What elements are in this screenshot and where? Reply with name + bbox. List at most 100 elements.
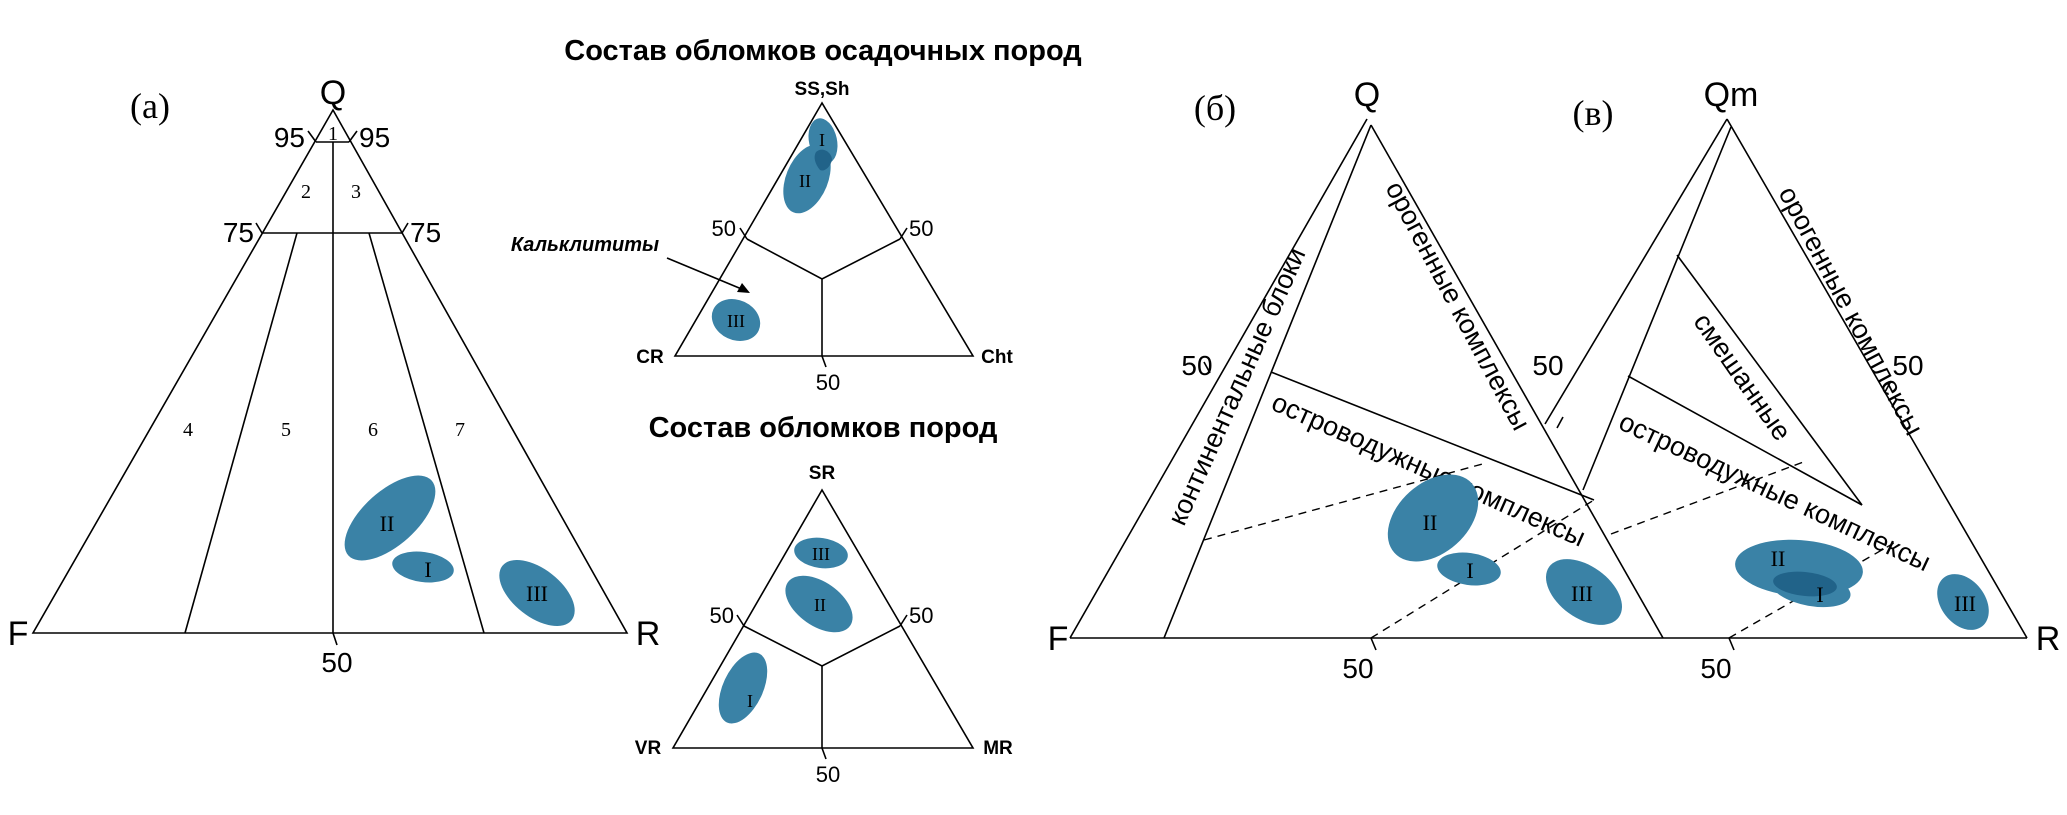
sed-field-label-III: III (727, 311, 745, 331)
tick-rock-base (821, 747, 827, 760)
rock-field-III (794, 537, 848, 569)
sed-field-label-II: II (799, 171, 811, 191)
vertex-cr: CR (636, 347, 664, 368)
v-field-III (1937, 574, 1989, 630)
field-III (499, 559, 575, 627)
v-right-side (1726, 118, 2028, 639)
v-arc-boundary (1627, 375, 1863, 506)
region-label-7: 7 (455, 419, 465, 441)
tick-label-50-base: 50 (321, 647, 352, 678)
rock-divider-upper (743, 625, 901, 667)
tick-95-right (348, 130, 358, 143)
b-field-I (1437, 552, 1501, 586)
triangle-qfr-outline (31, 108, 629, 634)
field-II (344, 475, 436, 561)
tick-label-75-right: 75 (410, 217, 441, 248)
v-field-label-II: II (1771, 546, 1786, 571)
region-label-4: 4 (183, 419, 193, 441)
tick-v-base (1728, 637, 1735, 651)
line-f-split (184, 232, 298, 634)
field-label-II: II (380, 511, 395, 536)
region-label-2: 2 (301, 181, 311, 203)
line-r-split (368, 232, 485, 634)
tick-label-b-left: 50 (1181, 350, 1212, 381)
b-field-label-III: III (1571, 581, 1593, 606)
zone-orogen-v: орогенные комплексы (1773, 181, 1930, 440)
b-field-label-I: I (1466, 558, 1473, 583)
tick-label-95-right: 95 (359, 122, 390, 153)
tick-rock-left (736, 614, 745, 627)
b-field-II (1387, 474, 1479, 562)
rock-field-II (785, 575, 853, 633)
vertex-r: R (636, 615, 661, 653)
vertex-f: F (8, 615, 29, 653)
vertex-cht: Cht (981, 347, 1013, 368)
region-label-6: 6 (368, 419, 378, 441)
v-dashed-2 (1728, 542, 1895, 639)
sed-field-overlap (814, 149, 832, 171)
vertex-r-v: R (2036, 620, 2061, 658)
b-field-label-II: II (1423, 510, 1438, 535)
triangle-sed-outline (673, 101, 975, 357)
tick-95-left (307, 130, 317, 143)
panel-label-a: (a) (130, 86, 170, 126)
tick-v-right (1884, 380, 1892, 393)
tick-sed-left (739, 227, 748, 240)
rock-panel-title: Состав обломков пород (649, 412, 998, 444)
panel-v: (в) Qm R 50 50 смешанные орогенные компл… (1544, 76, 2061, 684)
v-field-overlap (1773, 571, 1837, 597)
tick-b-right (1556, 416, 1564, 429)
panel-a: (a) Q F R 95 95 75 75 50 1 2 3 4 5 6 7 I… (8, 74, 661, 678)
b-left-side (1069, 118, 1368, 639)
tick-label-v-right: 50 (1892, 350, 1923, 381)
tick-50-base (332, 632, 338, 646)
panel-label-b: (б) (1194, 88, 1236, 128)
tick-label-sed-left: 50 (712, 216, 736, 241)
tick-75-right (401, 222, 409, 234)
tick-label-rock-base: 50 (816, 762, 840, 787)
sed-field-III (711, 299, 761, 341)
vertex-qm: Qm (1704, 76, 1759, 114)
sed-panel-title: Состав обломков осадочных пород (564, 35, 1081, 67)
field-I (392, 551, 454, 583)
v-left-side (1544, 118, 1728, 425)
field-label-III: III (526, 581, 548, 606)
zone-orogen-b: орогенные комплексы (1380, 176, 1537, 435)
region-label-1: 1 (328, 123, 338, 145)
rock-field-label-III: III (812, 544, 830, 564)
b-arc-boundary (1270, 371, 1595, 501)
zone-mixed: смешанные (1688, 308, 1797, 446)
b-inner-continental (1163, 124, 1372, 639)
tick-label-rock-right: 50 (909, 603, 933, 628)
annotation-arrow-head (737, 283, 750, 293)
vertex-mr: MR (983, 738, 1013, 759)
v-inner-line (1582, 126, 1732, 491)
sed-panel: Состав обломков осадочных пород SS,Sh CR… (511, 35, 1082, 395)
tick-label-sed-right: 50 (909, 216, 933, 241)
b-right-side (1370, 124, 1664, 639)
tick-sed-right (899, 227, 908, 240)
region-label-5: 5 (281, 419, 291, 441)
vertex-ss-sh: SS,Sh (795, 79, 850, 100)
vertex-q-b: Q (1354, 76, 1380, 114)
divider-upper (746, 238, 901, 280)
tick-label-rock-left: 50 (710, 603, 734, 628)
tick-label-b-base: 50 (1342, 653, 1373, 684)
tick-sed-base (821, 355, 827, 368)
tick-label-75-left: 75 (223, 217, 254, 248)
tick-75-left (255, 222, 263, 234)
tick-rock-right (899, 614, 908, 627)
tick-label-95-left: 95 (274, 122, 305, 153)
v-field-label-I: I (1816, 582, 1823, 607)
tick-label-v-base: 50 (1700, 653, 1731, 684)
b-dashed-1 (1203, 462, 1487, 541)
rock-field-I (718, 652, 768, 724)
annotation-calclithites: Кальклититы (511, 234, 659, 256)
sed-field-label-I: I (819, 130, 825, 150)
field-label-I: I (424, 557, 431, 582)
rock-field-label-II: II (814, 595, 826, 615)
v-dashed-1 (1610, 460, 1807, 535)
panel-label-v: (в) (1573, 93, 1614, 133)
zone-continental-blocks: континентальные блоки (1162, 243, 1312, 530)
